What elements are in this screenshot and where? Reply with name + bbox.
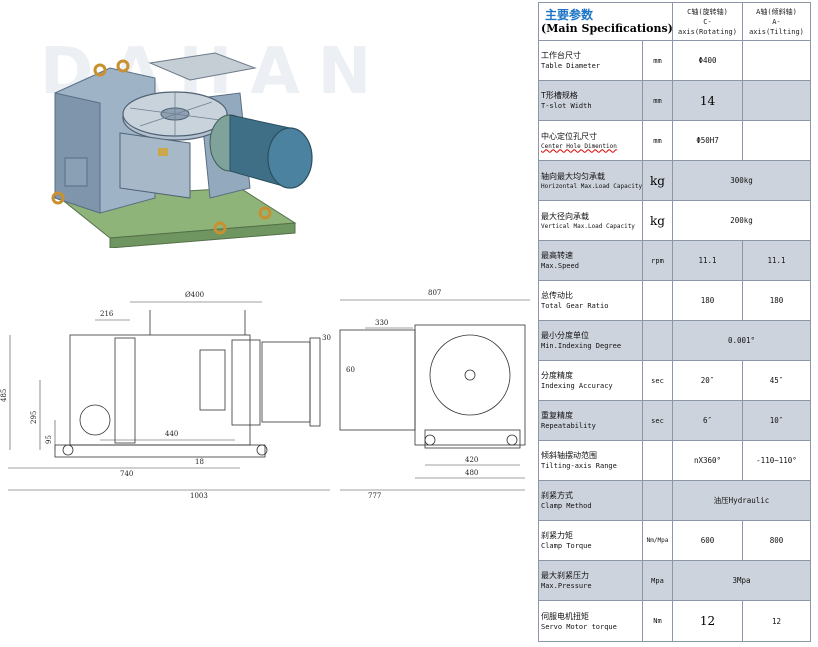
rotary-table-render [51, 52, 313, 248]
col-a-header: A轴(倾斜轴) A-axis(Tilting) [742, 2, 811, 41]
side-view-body [414, 324, 526, 446]
svg-text:30: 30 [322, 334, 331, 342]
svg-text:330: 330 [375, 319, 388, 327]
svg-text:1003: 1003 [190, 492, 208, 500]
col-c-header: C轴(旋转轴) C-axis(Rotating) [672, 2, 743, 41]
svg-text:95: 95 [45, 435, 53, 444]
side-view-motor [339, 329, 416, 431]
svg-text:485: 485 [0, 389, 8, 402]
spec-title: 主要参数 [545, 7, 594, 22]
front-view-body [69, 334, 251, 446]
svg-text:807: 807 [428, 289, 441, 297]
svg-text:777: 777 [368, 492, 381, 500]
svg-text:60: 60 [346, 366, 355, 374]
spec-table: 主要参数 (Main Specifications) C轴(旋转轴) C-axi… [538, 2, 811, 642]
svg-text:480: 480 [465, 469, 478, 477]
svg-text:216: 216 [100, 310, 114, 318]
technical-drawing: Ø400 807 216 330 30 60 485 295 95 440 18… [0, 289, 530, 500]
spec-title-en: (Main Specifications) [541, 21, 673, 35]
svg-text:18: 18 [195, 458, 204, 466]
svg-text:740: 740 [120, 470, 133, 478]
spec-title-cell: 主要参数 (Main Specifications) [538, 2, 673, 41]
spec-header-row: 主要参数 (Main Specifications) C轴(旋转轴) C-axi… [538, 2, 811, 41]
svg-text:420: 420 [465, 456, 478, 464]
svg-text:295: 295 [30, 411, 38, 424]
svg-text:440: 440 [165, 430, 178, 438]
svg-text:Ø400: Ø400 [185, 291, 204, 299]
